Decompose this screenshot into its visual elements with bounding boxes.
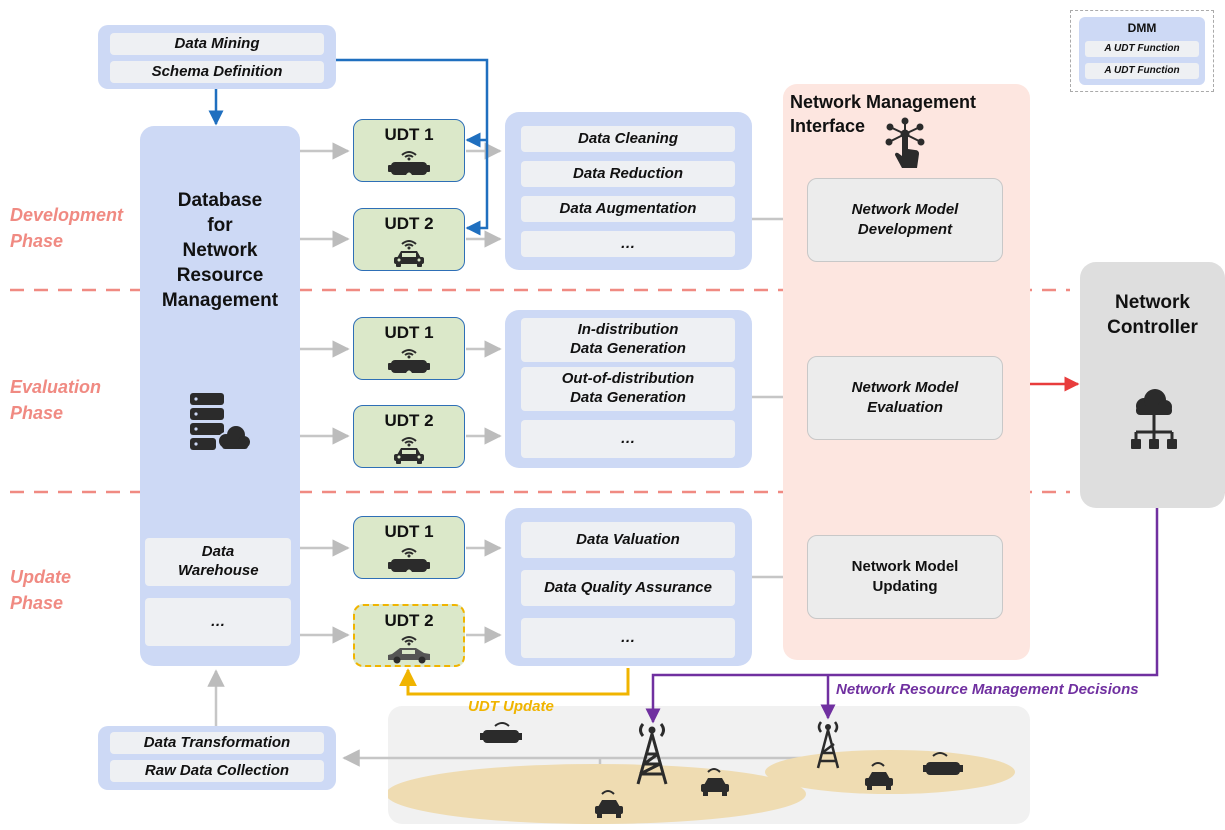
- data-warehouse-item: Data Warehouse: [145, 538, 291, 586]
- touch-network-icon: [885, 117, 925, 168]
- nmi-title: Network Management Interface: [790, 92, 977, 136]
- db-to-udt-arrows: [300, 142, 350, 644]
- connected-car-icon: [701, 768, 729, 796]
- data-mining-stack: Data Mining Schema Definition: [98, 25, 336, 89]
- cell-tower-icon: [636, 723, 668, 785]
- coverage-area-left: [388, 764, 806, 824]
- function-item: …: [521, 618, 735, 658]
- udt-box: UDT 1: [353, 317, 465, 380]
- udt-box: UDT 2: [353, 208, 465, 271]
- function-item: Data Reduction: [521, 161, 735, 187]
- cloud-network-icon: [1131, 389, 1177, 449]
- udt-update-arrow: [399, 668, 630, 696]
- database-title: Database for Network Resource Management: [161, 190, 279, 311]
- decisions-label: Network Resource Management Decisions: [836, 681, 1139, 698]
- legend: DMM A UDT Function A UDT Function: [1070, 10, 1214, 92]
- data-collection-stack: Data Transformation Raw Data Collection: [98, 726, 336, 790]
- database-panel: Database for Network Resource Management…: [140, 126, 300, 666]
- function-item: Data Quality Assurance: [521, 570, 735, 606]
- legend-title: DMM: [1127, 21, 1157, 35]
- udt-update-label: UDT Update: [468, 698, 554, 715]
- network-model-updating: Network Model Updating: [807, 535, 1003, 619]
- vr-headset-icon: [923, 752, 963, 775]
- connected-car-icon: [394, 437, 424, 464]
- udt-label: UDT 2: [384, 611, 434, 630]
- function-item: Data Cleaning: [521, 126, 735, 152]
- controller-title: Network Controller: [1107, 292, 1198, 338]
- udt-to-function-arrows: [466, 142, 502, 644]
- function-item: In-distribution Data Generation: [521, 318, 735, 362]
- udt-label: UDT 1: [384, 125, 434, 144]
- connected-car-icon: [595, 790, 623, 818]
- connected-car-icon: [865, 762, 893, 790]
- network-management-interface: Network Management Interface Network Mod…: [783, 84, 1030, 660]
- legend-panel: DMM A UDT Function A UDT Function: [1079, 17, 1205, 85]
- function-item: Data Valuation: [521, 522, 735, 558]
- legend-item: A UDT Function: [1085, 63, 1199, 79]
- udt-label: UDT 1: [384, 323, 434, 342]
- data-transformation-item: Data Transformation: [110, 732, 324, 754]
- data-mining-item: Data Mining: [110, 33, 324, 55]
- vr-headset-icon: [388, 151, 430, 175]
- vr-headset-icon: [480, 722, 522, 743]
- network-model-evaluation: Network Model Evaluation: [807, 356, 1003, 440]
- network-controller: Network Controller: [1080, 262, 1225, 508]
- udt-box-updating: UDT 2: [353, 604, 465, 667]
- function-item: Data Augmentation: [521, 196, 735, 222]
- network-model-development: Network Model Development: [807, 178, 1003, 262]
- development-phase-label: Development Phase: [10, 205, 124, 251]
- database-more-item: …: [145, 598, 291, 646]
- udt-label: UDT 2: [384, 214, 434, 233]
- legend-item: A UDT Function: [1085, 41, 1199, 57]
- update-functions-panel: Data Valuation Data Quality Assurance …: [505, 508, 752, 666]
- function-item: …: [521, 420, 735, 458]
- udt-box: UDT 2: [353, 405, 465, 468]
- database-cloud-icon: [190, 393, 251, 452]
- decision-arrows: [645, 508, 1159, 724]
- vr-headset-icon: [388, 349, 430, 373]
- function-item: …: [521, 231, 735, 257]
- physical-network-scene: [388, 721, 1015, 824]
- udt-box: UDT 1: [353, 516, 465, 579]
- update-phase-label: Update Phase: [10, 567, 72, 613]
- evaluation-phase-label: Evaluation Phase: [10, 377, 102, 423]
- function-item: Out-of-distribution Data Generation: [521, 367, 735, 411]
- udt-label: UDT 1: [384, 522, 434, 541]
- schema-arrows: [208, 58, 489, 236]
- udt-label: UDT 2: [384, 411, 434, 430]
- raw-data-collection-item: Raw Data Collection: [110, 760, 324, 782]
- udt-box: UDT 1: [353, 119, 465, 182]
- evaluation-functions-panel: In-distribution Data Generation Out-of-d…: [505, 310, 752, 468]
- schema-definition-item: Schema Definition: [110, 61, 324, 83]
- vr-headset-icon: [388, 548, 430, 572]
- connected-car-icon: [394, 240, 424, 267]
- development-functions-panel: Data Cleaning Data Reduction Data Augmen…: [505, 112, 752, 270]
- connected-car-icon: [388, 636, 430, 664]
